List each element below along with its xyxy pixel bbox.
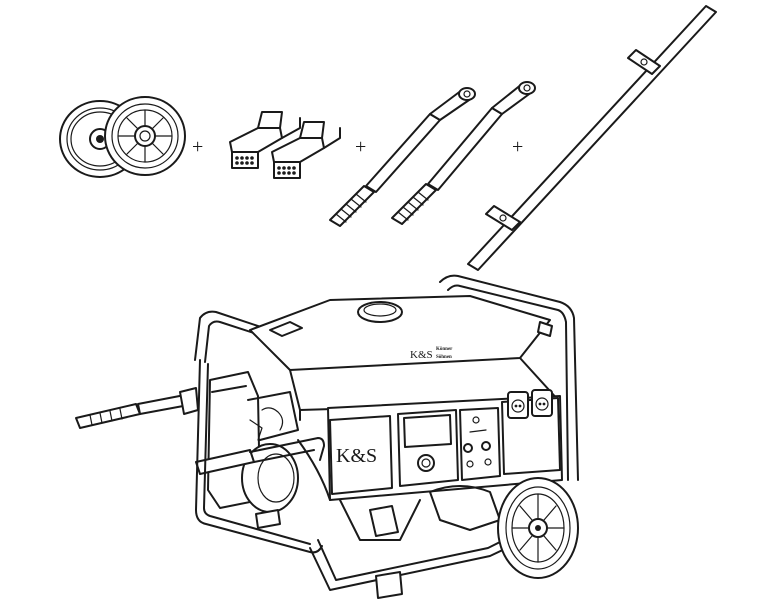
handle-left (329, 87, 476, 227)
plus-sign-2: + (355, 136, 366, 158)
plus-sign-1: + (192, 136, 203, 158)
axle-rod (467, 5, 717, 271)
outlet-1 (507, 391, 529, 419)
panel-logo: K&S (336, 445, 377, 467)
bracket-left (229, 111, 301, 169)
brand-line-2: Söhnen (436, 355, 452, 360)
voltmeter (403, 414, 452, 448)
tank-logo: K&S (410, 349, 433, 361)
handle-right (391, 81, 536, 225)
panel-switch-1 (463, 443, 473, 453)
wheel-front (104, 96, 186, 176)
plus-sign-3: + (512, 136, 523, 158)
fuel-cap (357, 301, 403, 323)
bracket-right (271, 121, 341, 179)
outlet-2 (531, 389, 553, 417)
wheels-pair (59, 96, 186, 178)
panel-switch-2 (481, 441, 491, 451)
panel-knob (417, 454, 435, 472)
left-handle-grip (75, 403, 141, 429)
foot-center (375, 571, 403, 599)
brand-line-1: Könner (436, 347, 453, 352)
generator-wheel (497, 477, 579, 579)
foot-left (255, 509, 281, 529)
generator: K&S Könner Söhnen K&S (75, 274, 579, 599)
